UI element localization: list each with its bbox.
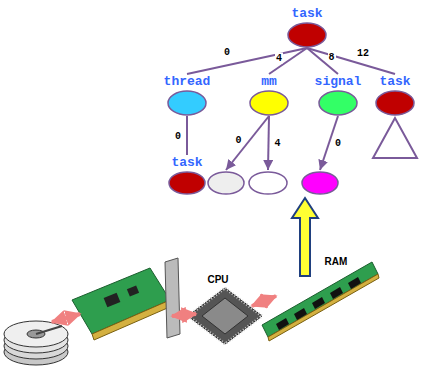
node-shape	[249, 90, 289, 116]
ram-stick	[262, 262, 379, 341]
subtree-triangle	[373, 118, 417, 158]
offset-label: 0	[234, 135, 242, 146]
node-shape	[301, 171, 339, 195]
cpu-chip	[188, 288, 262, 344]
node-shape	[318, 90, 358, 116]
task-node: task	[284, 7, 330, 48]
pointer-edge	[269, 48, 307, 74]
object-node	[204, 171, 248, 195]
object-node	[298, 171, 342, 195]
offset-label: 0	[223, 47, 231, 58]
hard-disk	[4, 321, 68, 365]
pointer-edge	[186, 116, 188, 155]
node-label: task	[165, 156, 209, 169]
offset-label: 4	[273, 138, 281, 149]
task-node: task	[165, 156, 209, 195]
object-node	[245, 171, 291, 195]
offset-label: 8	[327, 52, 335, 63]
offset-label: 0	[334, 138, 342, 149]
thread-node: thread	[161, 75, 214, 116]
bus-arrows	[52, 296, 276, 322]
pointer-edge	[226, 116, 269, 170]
node-label: mm	[246, 75, 292, 88]
offset-label: 4	[275, 53, 283, 64]
node-label: task	[372, 75, 418, 88]
pointer-edge	[268, 116, 269, 170]
node-shape	[168, 171, 206, 195]
node-shape	[167, 90, 207, 116]
pointer-edge	[307, 48, 395, 74]
node-shape	[248, 171, 288, 195]
node-shape	[207, 171, 245, 195]
node-shape	[375, 90, 415, 116]
node-label: signal	[312, 75, 365, 88]
task-node: task	[372, 75, 418, 116]
node-label: thread	[161, 75, 214, 88]
offset-label: 0	[174, 130, 182, 141]
node-shape	[287, 22, 327, 48]
hardware-label: CPU	[207, 274, 228, 286]
network-card	[72, 258, 180, 340]
offset-label: 12	[356, 48, 370, 59]
pointer-edge	[187, 48, 307, 74]
node-label: task	[284, 7, 330, 20]
mm-node: mm	[246, 75, 292, 116]
signal-node: signal	[312, 75, 365, 116]
hardware-label: RAM	[325, 256, 348, 268]
mapping-arrow	[292, 198, 318, 276]
